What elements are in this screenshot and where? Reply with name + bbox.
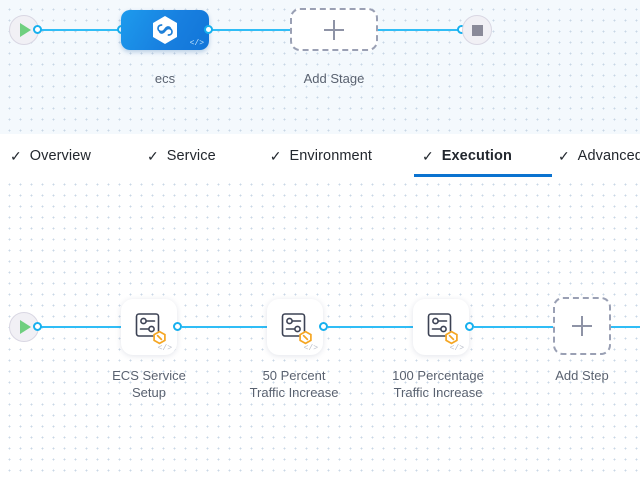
add-step-label: Add Step [555, 368, 609, 383]
step-card-50-percent-traffic-increase-label: 50 Percent Traffic Increase [249, 368, 339, 400]
code-icon: </> [303, 344, 318, 353]
stop-icon [471, 24, 483, 36]
harness-hexagon-icon [153, 16, 177, 44]
edge-addstage-to-end [378, 29, 462, 31]
tab-overview[interactable]: ✓ Overview [0, 134, 147, 177]
play-icon [20, 23, 31, 37]
step-card-100-percentage-traffic-increase[interactable]: </> [413, 299, 469, 355]
stage-graph-canvas[interactable]: </> ecs Add Stage [0, 0, 640, 134]
hexagon-badge-icon [299, 330, 312, 345]
plus-icon [572, 316, 592, 336]
check-icon: ✓ [146, 147, 159, 164]
execution-steps-canvas[interactable]: </> ECS Service Setup </> [0, 177, 640, 480]
step-3-output-port[interactable] [465, 322, 474, 331]
active-tab-underline [414, 174, 552, 177]
stage-start-output-port[interactable] [33, 25, 42, 34]
ecs-stage-output-port[interactable] [204, 25, 213, 34]
edge-step2-to-step3 [328, 326, 422, 328]
edge-start-to-step1 [36, 326, 130, 328]
add-stage-button[interactable] [290, 8, 378, 51]
step-2-output-port[interactable] [319, 322, 328, 331]
tab-environment-label: Environment [289, 147, 372, 164]
check-icon: ✓ [10, 147, 22, 164]
settings-sliders-icon [278, 310, 312, 345]
add-stage-label: Add Stage [303, 71, 365, 86]
settings-sliders-icon [424, 310, 458, 345]
code-icon: </> [189, 39, 204, 48]
section-tabs: ✓ Overview ✓ Service ✓ Environment ✓ Exe… [0, 134, 640, 177]
play-icon [20, 320, 31, 334]
code-icon: </> [157, 344, 172, 353]
hexagon-badge-icon [445, 330, 458, 345]
edge-step3-to-addstep [474, 326, 554, 328]
check-icon: ✓ [269, 147, 282, 164]
tab-execution-label: Execution [441, 147, 512, 164]
add-step-button[interactable] [553, 297, 611, 355]
step-card-50-percent-traffic-increase[interactable]: </> [267, 299, 323, 355]
step-1-output-port[interactable] [173, 322, 182, 331]
tab-execution[interactable]: ✓ Execution [414, 134, 552, 177]
edge-addstep-outgoing [610, 326, 640, 328]
stage-node-ecs-label: ecs [154, 71, 176, 86]
tab-advanced-label: Advanced [577, 147, 640, 164]
step-card-ecs-service-setup-label: ECS Service Setup [112, 368, 186, 400]
tab-service[interactable]: ✓ Service [147, 134, 270, 177]
edge-start-to-ecs [36, 29, 126, 31]
step-card-ecs-service-setup[interactable]: </> [121, 299, 177, 355]
step-start-output-port[interactable] [33, 322, 42, 331]
stage-node-ecs[interactable]: </> [121, 10, 209, 50]
settings-sliders-icon [132, 310, 166, 345]
tab-advanced[interactable]: ✓ Advanced [552, 134, 640, 177]
hexagon-badge-icon [153, 330, 166, 345]
check-icon: ✓ [557, 147, 570, 164]
tab-environment[interactable]: ✓ Environment [270, 134, 414, 177]
tab-overview-label: Overview [29, 147, 91, 164]
edge-ecs-to-addstage [209, 29, 292, 31]
check-icon: ✓ [422, 147, 434, 164]
code-icon: </> [449, 344, 464, 353]
edge-step1-to-step2 [182, 326, 276, 328]
plus-icon [324, 19, 344, 40]
stage-end-node[interactable] [462, 15, 492, 45]
step-card-100-percentage-traffic-increase-label: 100 Percentage Traffic Increase [392, 368, 484, 400]
tab-service-label: Service [166, 147, 216, 164]
